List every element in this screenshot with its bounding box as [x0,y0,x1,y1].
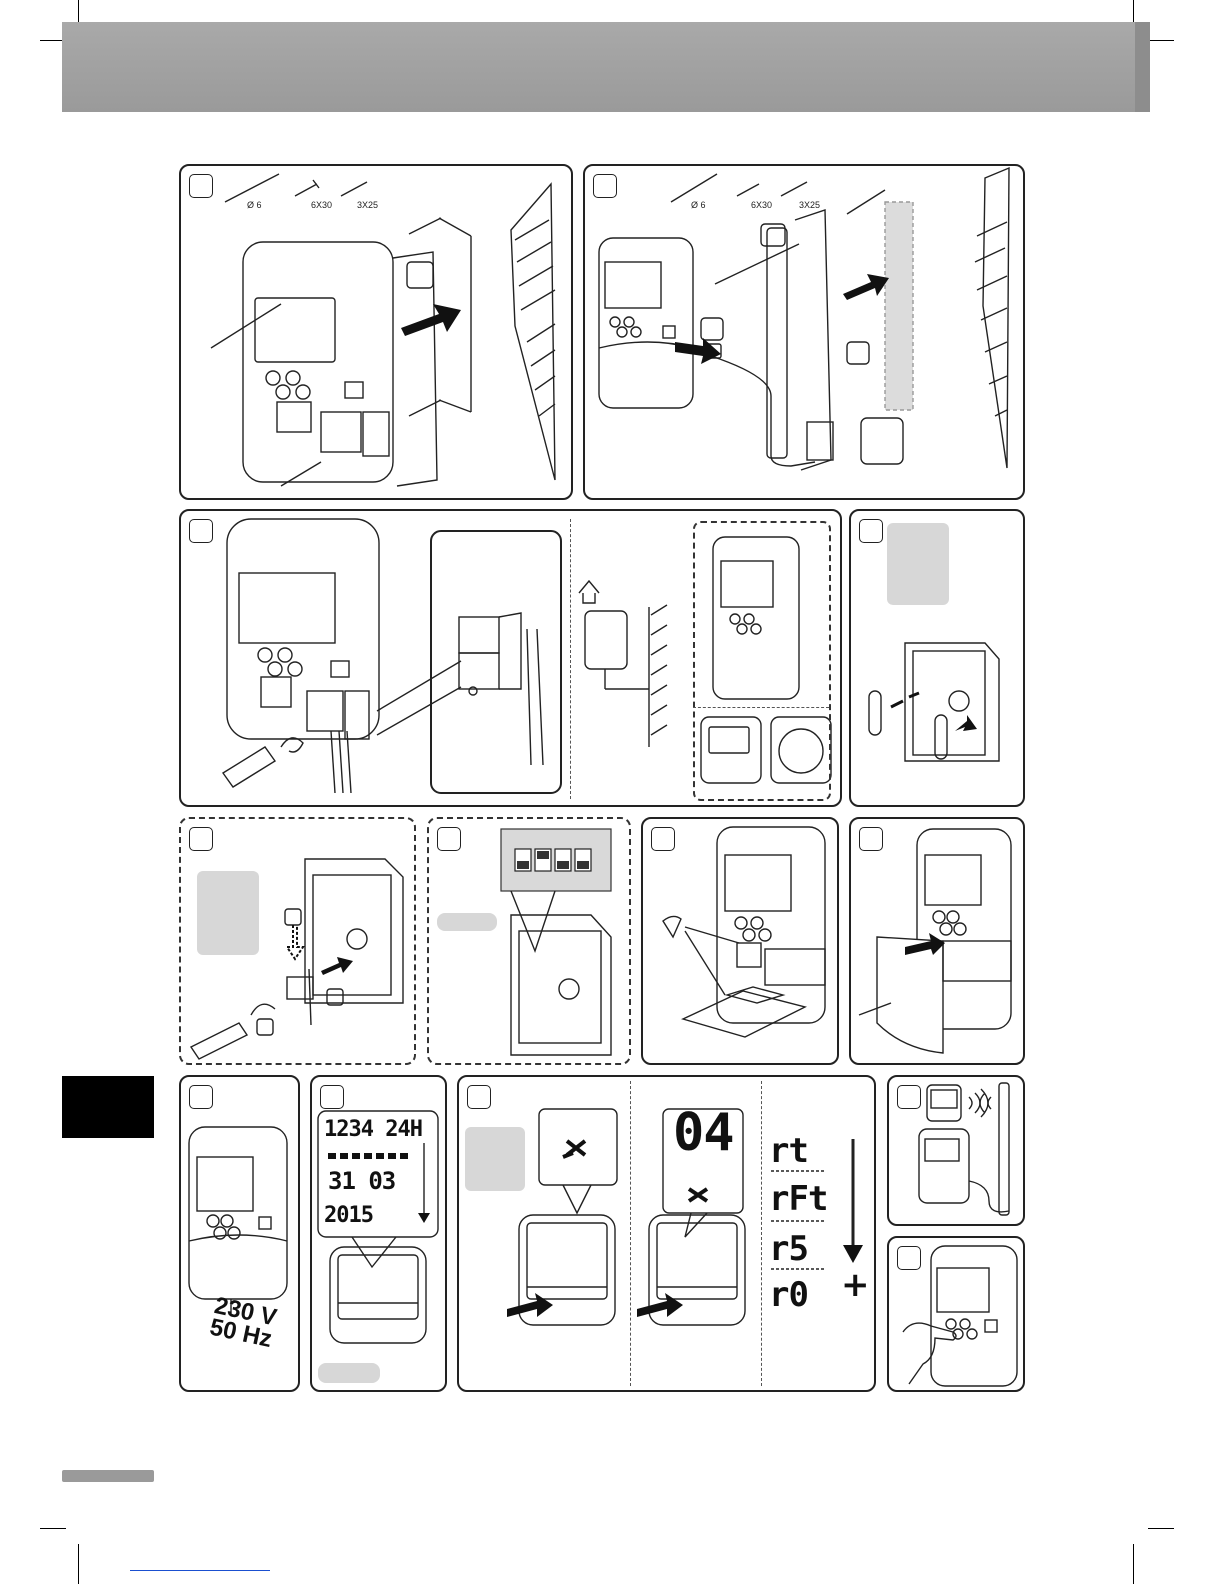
display-line3: 2015 [324,1203,373,1228]
battery-illustration [851,511,1023,805]
header-band [62,22,1150,112]
divider-dashed [761,1081,762,1386]
options-frame [693,521,831,801]
plug-size-label: 6X30 [751,200,772,210]
crop-mark [40,1528,66,1529]
step-panel-settings: 04 rt rFt r5 r0 + [457,1075,876,1392]
step-panel-wall-mount: Ø 6 6X30 3X25 [179,164,573,500]
dip-switch-illustration [429,819,629,1063]
crop-mark [1148,1528,1174,1529]
header-tab [1135,22,1150,112]
step-panel-batteries [849,509,1025,807]
wall-mount-illustration [181,166,571,498]
crop-mark [1148,40,1174,41]
drill-size-label: Ø 6 [247,200,262,210]
footer-link [130,1570,270,1571]
placeholder-pill [318,1363,380,1383]
side-tab [62,1076,154,1138]
footer-bar [62,1470,154,1482]
mode-rt: rt [769,1133,808,1169]
press-button-illustration [889,1238,1023,1390]
step-panel-cover [849,817,1025,1065]
radio-illustration [889,1077,1023,1224]
step-panel-press-button [887,1236,1025,1392]
manual-illustration [643,819,837,1063]
mode-r5: r5 [769,1231,808,1267]
step-panel-wiring [179,509,842,807]
crop-mark [1133,1544,1134,1584]
display-line2: 31 03 [328,1167,395,1195]
crop-mark [78,1544,79,1584]
antenna-mount-illustration [585,166,1023,498]
screw-size-label: 3X25 [357,200,378,210]
settings-illustration [459,1077,874,1390]
plus-sign: + [841,1265,870,1305]
step-panel-dip-switch [427,817,631,1065]
screw-size-label: 3X25 [799,200,820,210]
options-divider [693,707,829,708]
mode-r0: r0 [769,1277,808,1313]
plug-size-label: 6X30 [311,200,332,210]
terminal-illustration [181,819,414,1063]
cover-illustration [851,819,1023,1063]
step-panel-manual [641,817,839,1065]
drill-size-label: Ø 6 [691,200,706,210]
display-big: 04 [673,1107,734,1159]
divider-dashed [570,519,571,799]
step-panel-power: 230 V 50 Hz [179,1075,300,1392]
mode-rft: rFt [769,1181,827,1217]
step-panel-terminal [179,817,416,1065]
step-panel-antenna-mount: Ø 6 6X30 3X25 [583,164,1025,500]
divider-dashed [630,1081,631,1386]
step-panel-radio [887,1075,1025,1226]
display-line1: 1234 24H [324,1117,422,1142]
step-panel-datetime: 1234 24H 31 03 2015 [310,1075,447,1392]
